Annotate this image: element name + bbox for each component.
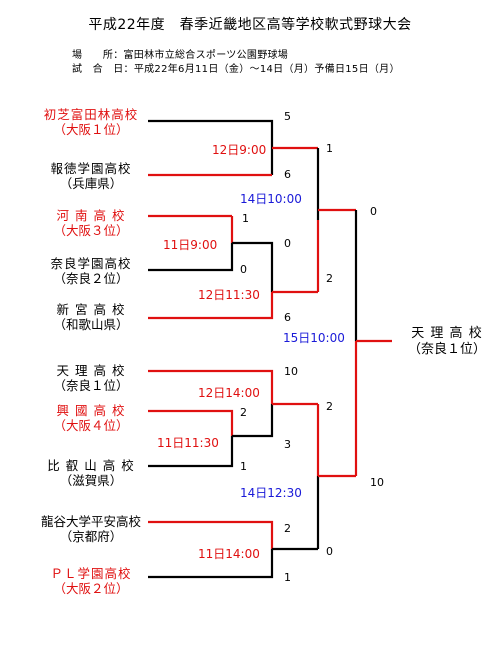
bracket-line-hieizan bbox=[148, 436, 234, 468]
bracket-line-shingu-win bbox=[148, 292, 274, 320]
team-pref: （大阪３位） bbox=[53, 223, 129, 238]
dates-label: 試 合 日： bbox=[72, 64, 134, 75]
schedule-m7: 14日12:30 bbox=[240, 486, 302, 500]
bracket-line-shohatsu bbox=[148, 119, 274, 175]
champion-label: 天 理 高 校 （奈良１位） bbox=[392, 326, 500, 358]
score: 3 bbox=[284, 438, 291, 451]
team-kokoku: 興 國 高 校 （大阪４位） bbox=[36, 403, 146, 433]
team-pref: （奈良２位） bbox=[53, 271, 129, 286]
team-pref: （京都府） bbox=[59, 529, 123, 544]
team-pl-gakuen: ＰＬ学園高校 （大阪２位） bbox=[36, 566, 146, 596]
team-name: 初芝富田林高校 bbox=[43, 107, 139, 122]
venue-row: 場 所：富田林市立総合スポーツ公園野球場 bbox=[72, 46, 288, 61]
champion-pref: （奈良１位） bbox=[407, 342, 486, 357]
score: 0 bbox=[284, 237, 291, 250]
schedule-m3: 12日11:30 bbox=[198, 288, 260, 302]
team-naragakuen: 奈良学園高校 （奈良２位） bbox=[36, 256, 146, 286]
score: 1 bbox=[284, 571, 291, 584]
score: 1 bbox=[326, 142, 333, 155]
team-pref: （奈良１位） bbox=[53, 378, 129, 393]
page-title: 平成22年度 春季近畿地区高等学校軟式野球大会 bbox=[88, 17, 412, 33]
score: 10 bbox=[370, 476, 384, 489]
score: 6 bbox=[284, 311, 291, 324]
score: 2 bbox=[240, 406, 247, 419]
schedule-m2: 11日9:00 bbox=[163, 238, 218, 252]
schedule-m1: 12日9:00 bbox=[212, 143, 267, 157]
team-shingu: 新 宮 高 校 （和歌山県） bbox=[36, 302, 146, 332]
bracket-line-naragakuen bbox=[148, 243, 234, 272]
bracket-line-pl bbox=[148, 549, 274, 579]
team-name: 報徳学園高校 bbox=[50, 161, 132, 176]
team-ryukoku-heian: 龍谷大学平安高校 （京都府） bbox=[30, 514, 152, 544]
score: 0 bbox=[370, 205, 377, 218]
team-name: ＰＬ学園高校 bbox=[50, 566, 132, 581]
venue-label: 場 所： bbox=[72, 50, 124, 61]
score: 1 bbox=[240, 460, 247, 473]
team-pref: （滋賀県） bbox=[59, 473, 123, 488]
team-name: 龍谷大学平安高校 bbox=[40, 514, 141, 529]
champion-name: 天 理 高 校 bbox=[411, 326, 483, 341]
dates-value: 平成22年6月11日（金）～14日（月）予備日15日（月） bbox=[133, 64, 400, 75]
dates-row: 試 合 日：平成22年6月11日（金）～14日（月）予備日15日（月） bbox=[72, 60, 400, 75]
schedule-m8: 11日14:00 bbox=[198, 547, 260, 561]
team-name: 天 理 高 校 bbox=[56, 363, 126, 378]
team-konan: 河 南 高 校 （大阪３位） bbox=[36, 208, 146, 238]
schedule-m5: 12日14:00 bbox=[198, 386, 260, 400]
score: 2 bbox=[326, 400, 333, 413]
team-pref: （大阪１位） bbox=[53, 122, 129, 137]
score: 1 bbox=[242, 212, 249, 225]
team-name: 新 宮 高 校 bbox=[56, 302, 126, 317]
team-pref: （大阪２位） bbox=[53, 581, 129, 596]
schedule-m6: 11日11:30 bbox=[157, 436, 219, 450]
score: 5 bbox=[284, 110, 291, 123]
score: 2 bbox=[284, 522, 291, 535]
bracket-line-m6-out bbox=[232, 404, 274, 438]
team-name: 興 國 高 校 bbox=[56, 403, 126, 418]
score: 10 bbox=[284, 365, 298, 378]
team-pref: （和歌山県） bbox=[53, 317, 129, 332]
team-tenri: 天 理 高 校 （奈良１位） bbox=[36, 363, 146, 393]
score: 6 bbox=[284, 168, 291, 181]
bracket-line-tenri-win bbox=[148, 369, 274, 404]
team-name: 河 南 高 校 bbox=[56, 208, 126, 223]
bracket-line-ryukoku-win bbox=[148, 520, 274, 549]
team-hieizan: 比 叡 山 高 校 （滋賀県） bbox=[36, 458, 146, 488]
team-pref: （兵庫県） bbox=[59, 176, 123, 191]
venue-value: 富田林市立総合スポーツ公園野球場 bbox=[123, 50, 289, 61]
team-pref: （大阪４位） bbox=[53, 418, 129, 433]
schedule-m4: 14日10:00 bbox=[240, 192, 302, 206]
schedule-final: 15日10:00 bbox=[283, 331, 345, 345]
bracket-line-m2-out bbox=[232, 241, 274, 292]
team-hotoku: 報徳学園高校 （兵庫県） bbox=[36, 161, 146, 191]
team-name: 比 叡 山 高 校 bbox=[47, 458, 135, 473]
team-name: 奈良学園高校 bbox=[50, 256, 132, 271]
score: 0 bbox=[240, 263, 247, 276]
bracket-line-kokoku-win bbox=[148, 409, 234, 436]
team-hatsushiba: 初芝富田林高校 （大阪１位） bbox=[36, 107, 146, 137]
score: 0 bbox=[326, 545, 333, 558]
score: 2 bbox=[326, 272, 333, 285]
